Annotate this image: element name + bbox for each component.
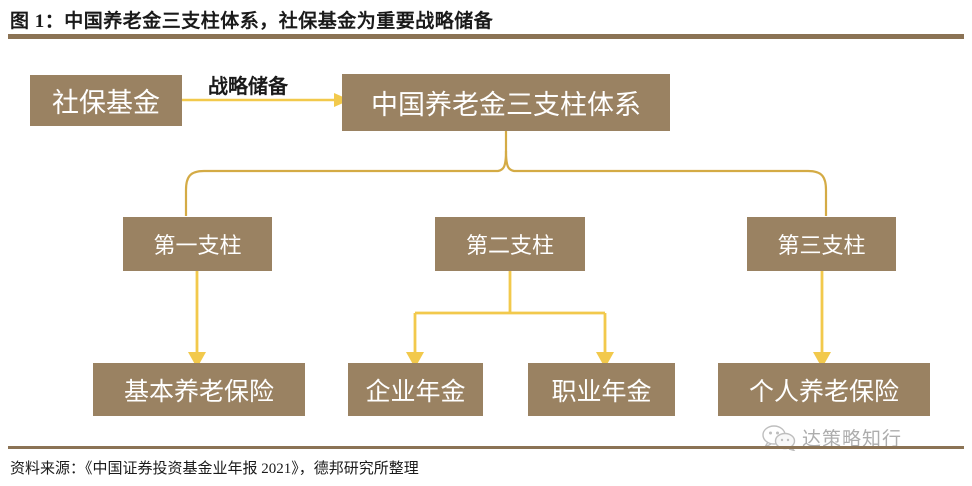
node-pillar-2[interactable]: 第二支柱	[435, 217, 585, 271]
node-root-pension-system[interactable]: 中国养老金三支柱体系	[342, 74, 670, 131]
node-occupational-annuity[interactable]: 职业年金	[528, 363, 675, 416]
title-divider	[8, 34, 964, 39]
node-pillar-1[interactable]: 第一支柱	[123, 217, 272, 271]
node-reserve-fund[interactable]: 社保基金	[30, 75, 182, 126]
node-personal-pension-insurance[interactable]: 个人养老保险	[718, 363, 930, 416]
edge-label-strategic-reserve: 战略储备	[208, 76, 288, 98]
footer-divider	[8, 446, 964, 449]
node-basic-pension-insurance[interactable]: 基本养老保险	[93, 363, 305, 416]
node-pillar-3[interactable]: 第三支柱	[747, 217, 896, 271]
figure-title: 图 1：中国养老金三支柱体系，社保基金为重要战略储备	[10, 11, 494, 32]
figure-source: 资料来源：《中国证券投资基金业年报 2021》，德邦研究所整理	[10, 461, 419, 477]
node-enterprise-annuity[interactable]: 企业年金	[348, 363, 483, 416]
